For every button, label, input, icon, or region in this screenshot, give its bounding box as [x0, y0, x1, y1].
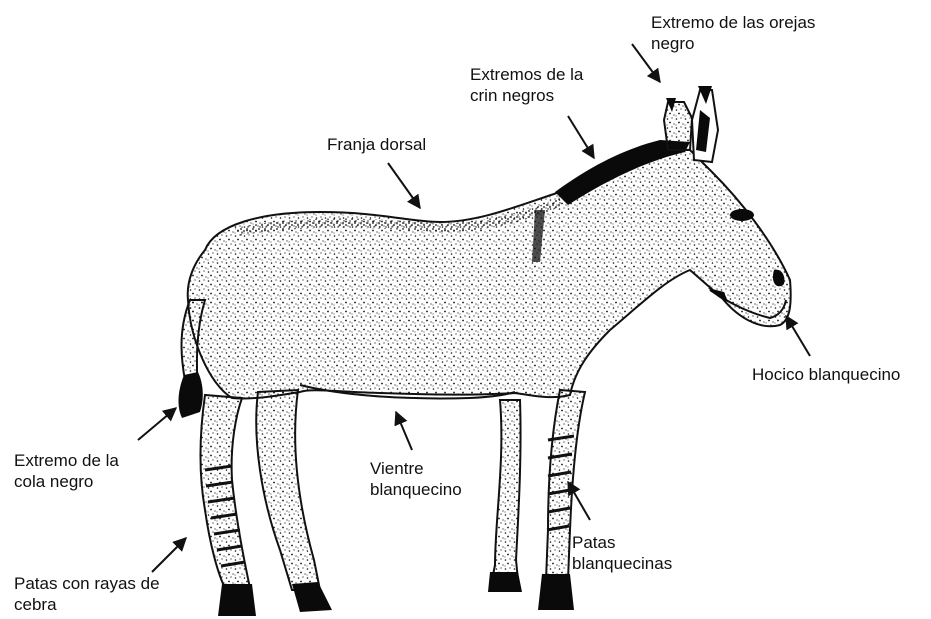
near-hind-leg [200, 395, 250, 590]
near-hind-hoof [218, 584, 256, 616]
label-ear-tips-line2: negro [651, 33, 815, 54]
label-mane-tips-line1: Extremos de la [470, 64, 583, 85]
label-tail-tip-line1: Extremo de la [14, 450, 119, 471]
label-white-legs: Patas blanquecinas [572, 532, 672, 574]
label-zebra-legs-line1: Patas con rayas de [14, 573, 160, 594]
eye [730, 209, 754, 221]
label-belly: Vientre blanquecino [370, 458, 462, 500]
arrow-tail-tip [138, 408, 176, 440]
far-hind-hoof [292, 582, 332, 612]
label-dorsal-stripe: Franja dorsal [327, 134, 426, 155]
arrow-zebra-legs [152, 538, 186, 572]
far-foreleg [492, 400, 521, 580]
label-dorsal-stripe-line1: Franja dorsal [327, 134, 426, 155]
label-tail-tip-line2: cola negro [14, 471, 119, 492]
far-hind-leg [256, 390, 320, 590]
label-ear-tips-line1: Extremo de las orejas [651, 12, 815, 33]
arrow-muzzle [786, 316, 810, 356]
label-ear-tips: Extremo de las orejas negro [651, 12, 815, 54]
label-white-legs-line2: blanquecinas [572, 553, 672, 574]
left-ear [664, 102, 692, 150]
near-foreleg-hoof [538, 574, 574, 610]
label-belly-line1: Vientre [370, 458, 462, 479]
arrow-dorsal-stripe [388, 163, 420, 208]
donkey-body [188, 150, 791, 398]
label-belly-line2: blanquecino [370, 479, 462, 500]
label-zebra-legs-line2: cebra [14, 594, 160, 615]
arrow-mane-tips [568, 116, 594, 158]
label-mane-tips: Extremos de la crin negros [470, 64, 583, 106]
label-tail-tip: Extremo de la cola negro [14, 450, 119, 492]
arrow-belly [396, 412, 412, 450]
label-muzzle-line1: Hocico blanquecino [752, 364, 900, 385]
label-mane-tips-line2: crin negros [470, 85, 583, 106]
far-foreleg-hoof [488, 572, 522, 592]
tail-tip [179, 372, 203, 418]
label-zebra-legs: Patas con rayas de cebra [14, 573, 160, 615]
label-muzzle: Hocico blanquecino [752, 364, 900, 385]
label-white-legs-line1: Patas [572, 532, 672, 553]
